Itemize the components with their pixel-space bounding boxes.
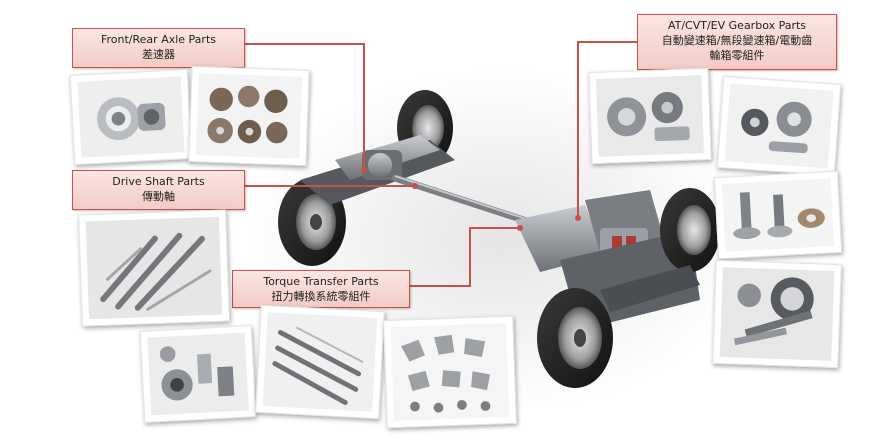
photo-gear-set[interactable]: [188, 65, 310, 167]
torque-callout-line: [410, 227, 520, 287]
axle-parts-label-en: Front/Rear Axle Parts: [100, 33, 216, 46]
photo-gearbox-assembly[interactable]: [588, 67, 712, 165]
axle-callout-dot: [361, 167, 367, 173]
pinion-shafts-image: [721, 178, 835, 252]
axle-parts-label[interactable]: Front/Rear Axle Parts 差速器: [72, 28, 245, 68]
axle-callout-line: [245, 43, 365, 170]
transfer-shafts-image: [262, 312, 378, 412]
photo-pinion-shafts[interactable]: [713, 170, 843, 260]
differential-housing-image: [77, 76, 185, 158]
torque-transfer-label-en: Torque Transfer Parts: [263, 275, 379, 288]
torque-hubs-image: [147, 332, 249, 416]
axle-parts-label-zh: 差速器: [142, 48, 175, 61]
photo-shift-forks[interactable]: [383, 315, 517, 429]
drive-shaft-label-en: Drive Shaft Parts: [112, 175, 205, 188]
callout-lines: [245, 41, 637, 287]
photo-gearbox-components[interactable]: [716, 75, 842, 177]
gear-set-image: [195, 73, 303, 159]
torque-callout-dot: [517, 225, 523, 231]
gearbox-parts-label-zh-line2: 輪箱零組件: [709, 49, 765, 62]
shift-forks-image: [390, 323, 510, 421]
ring-gear-pinion-image: [719, 267, 835, 361]
drive-shaft-label[interactable]: Drive Shaft Parts 傳動軸: [72, 170, 245, 210]
photo-drive-shafts[interactable]: [78, 209, 230, 327]
photo-differential-housing[interactable]: [69, 68, 193, 166]
gearbox-callout-line: [577, 41, 637, 218]
front-wheel-right: [660, 188, 720, 272]
gearbox-parts-label[interactable]: AT/CVT/EV Gearbox Parts 自動變速箱/無段變速箱/電動齒 …: [637, 14, 837, 70]
drive-shaft-callout-dot: [412, 183, 418, 189]
gearbox-callout-dot: [575, 215, 581, 221]
gearbox-assembly-image: [596, 75, 704, 157]
gearbox-components-image: [724, 83, 834, 169]
gearbox-parts-label-en: AT/CVT/EV Gearbox Parts: [667, 19, 807, 32]
drive-shaft-label-zh: 傳動軸: [142, 190, 175, 203]
drive-shafts-image: [85, 216, 223, 320]
torque-transfer-label[interactable]: Torque Transfer Parts 扭力轉換系統零組件: [232, 270, 410, 308]
photo-transfer-shafts[interactable]: [255, 304, 385, 420]
photo-ring-gear-pinion[interactable]: [712, 259, 842, 369]
torque-transfer-label-zh: 扭力轉換系統零組件: [271, 290, 371, 303]
front-wheel-left: [537, 288, 613, 388]
photo-torque-hubs[interactable]: [139, 325, 257, 423]
gearbox-parts-label-zh-line1: 自動變速箱/無段變速箱/電動齒: [661, 34, 813, 47]
